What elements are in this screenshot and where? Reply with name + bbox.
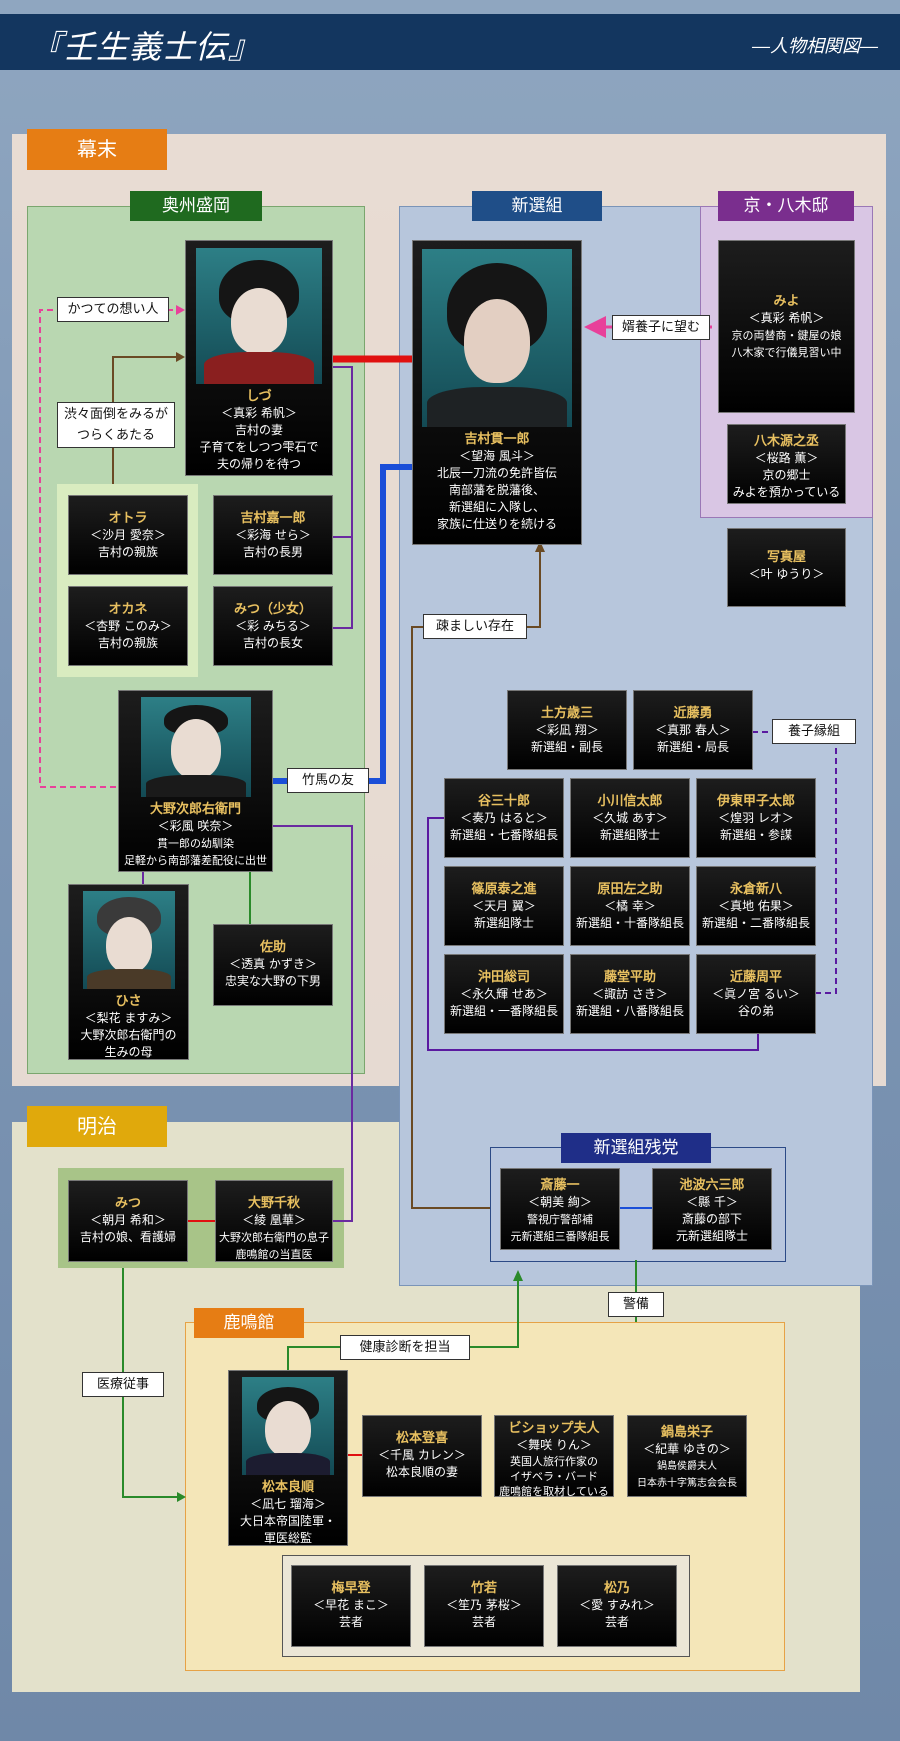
card-takewaka: 竹若 ＜笙乃 茅桜＞ 芸者 xyxy=(424,1565,544,1647)
portrait-hisa xyxy=(82,891,175,989)
label-utomashii: 疎ましい存在 xyxy=(423,614,527,639)
card-bishop: ビショップ夫人 ＜舞咲 りん＞ 英国人旅行作家の イザベラ・バード 鹿鳴館を取材… xyxy=(494,1415,614,1498)
label-shibushibu: 渋々面倒をみるが つらくあたる xyxy=(57,402,175,448)
card-yoshimura: 吉村貫一郎 ＜望海 風斗＞ 北辰一刀流の免許皆伝 南部藩を脱藩後、 新選組に入隊… xyxy=(412,240,582,545)
card-tani: 谷三十郎 ＜奏乃 はると＞ 新選組・七番隊組長 xyxy=(444,778,564,858)
card-nagakura: 永倉新八 ＜真地 佑果＞ 新選組・二番隊組長 xyxy=(696,866,816,946)
card-ogawa: 小川信太郎 ＜久城 あす＞ 新選組隊士 xyxy=(570,778,690,858)
portrait-ono xyxy=(140,697,251,797)
card-shinohara: 篠原泰之進 ＜天月 翼＞ 新選組隊士 xyxy=(444,866,564,946)
card-kaichiro: 吉村嘉一郎 ＜彩海 せら＞ 吉村の長男 xyxy=(213,495,333,575)
label-yoshi-nozomu: 婿養子に望む xyxy=(612,315,710,340)
portrait-yoshimura xyxy=(422,249,572,427)
card-umehato: 梅早登 ＜早花 まこ＞ 芸者 xyxy=(291,1565,411,1647)
card-shashinya: 写真屋 ＜叶 ゆうり＞ xyxy=(727,528,846,607)
card-todo: 藤堂平助 ＜諏訪 さき＞ 新選組・八番隊組長 xyxy=(570,954,690,1034)
card-sasuke: 佐助 ＜透真 かずき＞ 忠実な大野の下男 xyxy=(213,924,333,1006)
card-mitsu-young: みつ（少女） ＜彩 みちる＞ 吉村の長女 xyxy=(213,586,333,666)
card-ikenami: 池波六三郎 ＜縣 千＞ 斎藤の部下 元新選組隊士 xyxy=(652,1168,772,1250)
card-hisa: ひさ ＜梨花 ますみ＞ 大野次郎右衛門の 生みの母 xyxy=(68,884,189,1060)
era-meiji: 明治 xyxy=(27,1106,167,1147)
card-nabeshima: 鍋島栄子 ＜紀華 ゆきの＞ 鍋島侯爵夫人 日本赤十字篤志会会長 xyxy=(627,1415,747,1497)
card-ito: 伊東甲子太郎 ＜煌羽 レオ＞ 新選組・参謀 xyxy=(696,778,816,858)
portrait-shizu xyxy=(196,248,322,384)
card-matsuno: 松乃 ＜愛 すみれ＞ 芸者 xyxy=(557,1565,677,1647)
card-toki: 松本登喜 ＜千風 カレン＞ 松本良順の妻 xyxy=(362,1415,482,1497)
card-shizu: しづ ＜真彩 希帆＞ 吉村の妻 子育てをしつつ雫石で 夫の帰りを待つ xyxy=(185,240,333,476)
card-saito: 斎藤一 ＜朝美 絢＞ 警視庁警部補 元新選組三番隊組長 xyxy=(500,1168,620,1250)
section-kyoto: 京・八木邸 xyxy=(718,191,854,221)
page-subtitle: ―人物相関図― xyxy=(752,36,878,57)
card-okita: 沖田総司 ＜永久輝 せあ＞ 新選組・一番隊組長 xyxy=(444,954,564,1034)
era-bakumatsu: 幕末 xyxy=(27,129,167,170)
section-oshu: 奥州盛岡 xyxy=(130,191,262,221)
page-title: 『壬生義士伝』 xyxy=(30,28,262,66)
header-bar: 『壬生義士伝』 ―人物相関図― xyxy=(0,14,900,70)
section-rokumeikan: 鹿鳴館 xyxy=(194,1308,304,1338)
label-keibi: 警備 xyxy=(608,1292,664,1317)
label-yoshi-engumi: 養子縁組 xyxy=(772,719,856,744)
label-kenkou: 健康診断を担当 xyxy=(340,1335,470,1360)
card-okane: オカネ ＜杏野 このみ＞ 吉村の親族 xyxy=(68,586,188,666)
portrait-matsumoto xyxy=(242,1377,334,1475)
card-shuhei: 近藤周平 ＜眞ノ宮 るい＞ 谷の弟 xyxy=(696,954,816,1034)
section-zantou: 新選組残党 xyxy=(561,1133,711,1163)
card-otora: オトラ ＜沙月 愛奈＞ 吉村の親族 xyxy=(68,495,188,575)
card-yagi: 八木源之丞 ＜桜路 薫＞ 京の郷士 みよを預かっている xyxy=(727,424,846,504)
card-matsumoto: 松本良順 ＜凪七 瑠海＞ 大日本帝国陸軍・ 軍医総監 xyxy=(228,1370,348,1546)
card-miyo: みよ ＜真彩 希帆＞ 京の両替商・鍵屋の娘 八木家で行儀見習い中 xyxy=(718,240,855,413)
card-chiaki: 大野千秋 ＜綾 凰華＞ 大野次郎右衛門の息子 鹿鳴館の当直医 xyxy=(215,1180,333,1262)
section-shinsengumi: 新選組 xyxy=(472,191,602,221)
card-ono: 大野次郎右衛門 ＜彩風 咲奈＞ 貫一郎の幼馴染 足軽から南部藩差配役に出世 xyxy=(118,690,273,872)
card-mitsu: みつ ＜朝月 希和＞ 吉村の娘、看護婦 xyxy=(68,1180,188,1262)
card-harada: 原田左之助 ＜橘 幸＞ 新選組・十番隊組長 xyxy=(570,866,690,946)
card-kondo: 近藤勇 ＜真那 春人＞ 新選組・局長 xyxy=(633,690,753,770)
label-iryou: 医療従事 xyxy=(82,1372,164,1397)
label-katsute: かつての想い人 xyxy=(57,297,169,322)
label-chikuba: 竹馬の友 xyxy=(287,768,369,793)
card-hijikata: 土方歳三 ＜彩凪 翔＞ 新選組・副長 xyxy=(507,690,627,770)
